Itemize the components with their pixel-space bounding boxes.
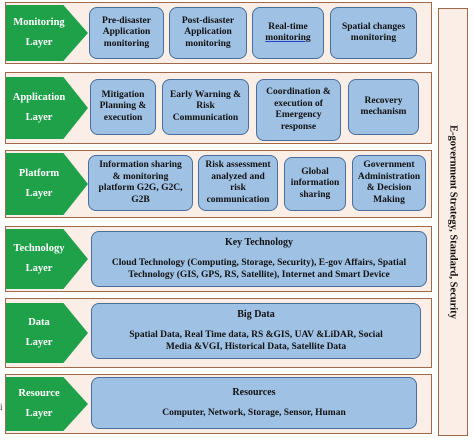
box-line: monitoring <box>265 33 311 43</box>
box-line: Real-time <box>268 21 308 32</box>
box-line: Mitigation <box>101 89 145 100</box>
box-line: Planning & <box>99 101 147 112</box>
layer-label-line: Platform <box>18 168 60 179</box>
platform-layer: Platform Layer Information sharing & mon… <box>5 150 432 218</box>
technology-layer-tag: Technology Layer <box>6 229 88 289</box>
layer-label-line: Resource <box>18 388 60 399</box>
box-line: monitoring <box>103 38 150 49</box>
application-box: Early Warning & Risk Communication <box>162 79 249 135</box>
resources-box: Resources Computer, Network, Storage, Se… <box>91 377 417 429</box>
application-layer: Application Layer Mitigation Planning & … <box>5 72 432 144</box>
box-line: G2B <box>131 194 150 205</box>
layer-label-line: Application <box>12 92 66 103</box>
box-line: Early Warning & <box>169 89 242 100</box>
data-layer: Data Layer Big Data Spatial Data, Real T… <box>5 298 432 368</box>
monitoring-box: Post-disaster Application monitoring <box>169 7 247 59</box>
box-line: Spatial changes <box>341 21 406 32</box>
monitoring-box: Spatial changes monitoring <box>330 7 417 59</box>
layer-label-line: Technology <box>13 243 65 254</box>
box-line: Risk <box>196 101 215 112</box>
platform-box: Information sharing & monitoring platfor… <box>88 155 193 211</box>
box-line: Communication <box>172 112 239 123</box>
box-line: execution of <box>274 98 323 109</box>
layer-label-line: Layer <box>25 112 53 123</box>
application-box: Coordination & execution of Emergency re… <box>256 79 341 141</box>
box-line: Global <box>301 166 329 177</box>
resource-layer-tag: Resource Layer <box>6 377 88 431</box>
key-technology-box: Key Technology Cloud Technology (Computi… <box>91 231 427 287</box>
resource-layer: Resource Layer Resources Computer, Netwo… <box>5 374 432 434</box>
box-line: Information sharing <box>99 160 182 170</box>
box-line: & Decision <box>366 183 412 193</box>
platform-box: Global information sharing <box>284 157 346 211</box>
box-line: Recovery <box>364 95 403 106</box>
box-line: Post-disaster <box>181 15 235 26</box>
platform-box: Risk assessment analyzed and risk commun… <box>198 155 278 211</box>
box-line: Spatial Data, Real Time data, RS &GIS, U… <box>129 329 383 340</box>
box-title: Resources <box>232 387 276 399</box>
box-line: Application <box>102 27 151 38</box>
big-data-box: Big Data Spatial Data, Real Time data, R… <box>91 303 421 359</box>
box-line: Emergency <box>275 110 322 120</box>
layer-label-line: Layer <box>25 337 53 348</box>
layer-label-line: Layer <box>25 263 53 274</box>
monitoring-layer-tag: Monitoring Layer <box>6 5 88 61</box>
box-line: Making <box>373 194 405 205</box>
layer-label-line: Monitoring <box>13 17 65 28</box>
monitoring-box: Pre-disaster Application monitoring <box>89 7 164 59</box>
box-line: Media &VGI, Historical Data, Satellite D… <box>165 341 347 352</box>
stray-mark: i <box>0 402 3 412</box>
layer-label-line: Layer <box>25 188 53 199</box>
box-line: mechanism <box>360 107 407 117</box>
box-line: communication <box>206 194 270 205</box>
strategy-standard-security-bar: E-government Strategy, Standard, Securit… <box>438 8 468 436</box>
application-layer-tag: Application Layer <box>6 77 88 139</box>
box-line: Cloud Technology (Computing, Storage, Se… <box>111 257 407 268</box>
layer-label-line: Data <box>28 317 50 328</box>
box-line: response <box>280 121 317 132</box>
platform-box: Government Administration & Decision Mak… <box>352 155 426 211</box>
box-line: Coordination & <box>266 87 331 97</box>
application-box: Mitigation Planning & execution <box>90 79 156 135</box>
box-line: Computer, Network, Storage, Sensor, Huma… <box>162 407 346 418</box>
side-label: E-government Strategy, Standard, Securit… <box>447 125 459 319</box>
platform-layer-tag: Platform Layer <box>6 153 88 215</box>
box-line: information <box>290 178 340 189</box>
data-layer-tag: Data Layer <box>6 303 88 363</box>
layer-label-line: Layer <box>25 408 53 419</box>
monitoring-layer: Monitoring Layer Pre-disaster Applicatio… <box>5 2 432 64</box>
box-line: Technology (GIS, GPS, RS, Satellite), In… <box>128 269 390 280</box>
box-line: execution <box>103 112 143 123</box>
box-line: platform G2G, G2C, <box>98 183 183 193</box>
box-line: risk <box>230 183 246 193</box>
box-title: Big Data <box>237 309 275 321</box>
box-line: monitoring <box>350 33 397 43</box>
box-line: Application <box>184 27 232 38</box>
monitoring-box: Real-time monitoring <box>252 7 324 59</box>
box-line: & monitoring <box>112 171 169 182</box>
box-line: Administration <box>357 171 421 182</box>
box-line: Risk assessment <box>205 160 271 170</box>
box-line: sharing <box>299 189 331 200</box>
application-box: Recovery mechanism <box>348 79 419 135</box>
layer-label-line: Layer <box>25 37 53 48</box>
box-line: Pre-disaster <box>102 15 151 26</box>
box-title: Key Technology <box>224 237 294 249</box>
box-line: monitoring <box>185 38 231 49</box>
box-line: analyzed and <box>211 171 265 182</box>
box-line: Government <box>363 160 415 170</box>
technology-layer: Technology Layer Key Technology Cloud Te… <box>5 226 432 292</box>
